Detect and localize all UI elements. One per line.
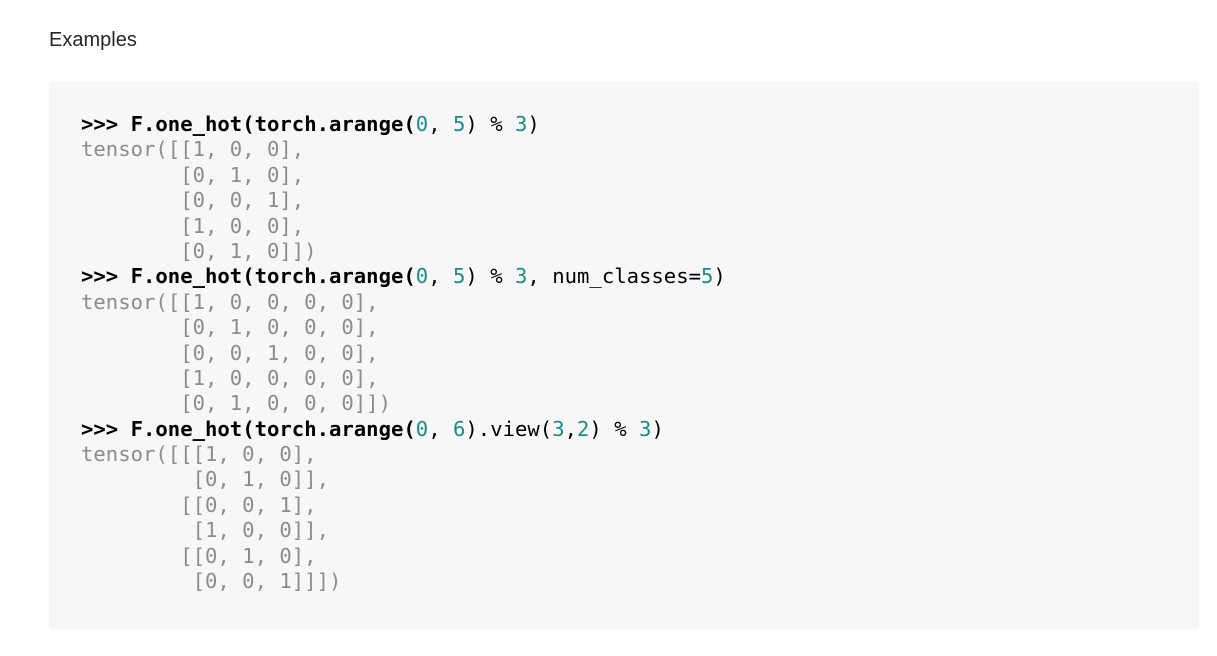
code-token: ) % xyxy=(465,264,516,289)
code-token: F.one_hot(torch.arange( xyxy=(130,112,416,136)
code-output-line: [0, 1, 0]]) xyxy=(81,239,1199,264)
code-token: , xyxy=(428,416,453,441)
output-text: [0, 0, 1, 0, 0], xyxy=(81,340,379,365)
output-text: [[0, 1, 0], xyxy=(81,543,317,568)
code-output-line: [0, 0, 1], xyxy=(81,188,1199,213)
code-output-line: [1, 0, 0], xyxy=(81,214,1199,239)
number-literal: 3 xyxy=(515,112,528,136)
code-output-line: tensor([[1, 0, 0], xyxy=(81,137,1199,162)
number-literal: 5 xyxy=(701,264,714,289)
number-literal: 0 xyxy=(415,112,429,136)
output-text: [[0, 0, 1], xyxy=(81,492,317,517)
number-literal: 3 xyxy=(552,416,565,441)
output-text: [0, 1, 0, 0, 0]]) xyxy=(81,391,391,416)
code-input-line: >>> F.one_hot(torch.arange(0, 6).view(3,… xyxy=(81,417,1199,442)
output-text: [0, 1, 0]], xyxy=(81,467,329,492)
code-token: , xyxy=(428,264,453,289)
code-token: ).view( xyxy=(465,416,553,441)
code-output-line: [0, 0, 1]]]) xyxy=(81,569,1199,594)
code-output-line: [0, 1, 0, 0, 0], xyxy=(81,315,1199,340)
output-text: [1, 0, 0, 0, 0], xyxy=(81,365,379,390)
prompt-marker: >>> xyxy=(81,416,131,441)
code-token: , xyxy=(428,112,453,136)
code-output-line: tensor([[[1, 0, 0], xyxy=(81,442,1199,467)
output-text: [1, 0, 0], xyxy=(81,213,305,238)
output-text: [0, 1, 0, 0, 0], xyxy=(81,315,379,340)
number-literal: 0 xyxy=(415,416,429,441)
code-output-line: [1, 0, 0]], xyxy=(81,518,1199,543)
code-output-line: [0, 1, 0], xyxy=(81,163,1199,188)
output-text: [0, 0, 1]]]) xyxy=(81,569,342,594)
output-text: [1, 0, 0]], xyxy=(81,518,329,543)
code-token: ) xyxy=(651,416,664,441)
code-token: F.one_hot(torch.arange( xyxy=(130,416,416,441)
output-text: [0, 0, 1], xyxy=(81,188,305,213)
code-example-block[interactable]: >>> F.one_hot(torch.arange(0, 5) % 3)ten… xyxy=(49,82,1199,629)
output-text: tensor([[[1, 0, 0], xyxy=(81,442,317,467)
code-token: , xyxy=(564,416,578,441)
output-text: tensor([[1, 0, 0], xyxy=(81,137,305,162)
code-output-line: [[0, 0, 1], xyxy=(81,493,1199,518)
code-input-line: >>> F.one_hot(torch.arange(0, 5) % 3) xyxy=(81,112,1199,137)
number-literal: 2 xyxy=(577,416,590,441)
code-token: ) % xyxy=(589,416,640,441)
section-heading: Examples xyxy=(49,29,137,51)
number-literal: 0 xyxy=(415,264,429,289)
code-output-line: [1, 0, 0, 0, 0], xyxy=(81,366,1199,391)
code-output-line: tensor([[1, 0, 0, 0, 0], xyxy=(81,290,1199,315)
code-token: ) % xyxy=(465,112,516,136)
output-text: [0, 1, 0], xyxy=(81,162,305,187)
code-token: , num_classes= xyxy=(527,264,702,289)
output-text: [0, 1, 0]]) xyxy=(81,238,317,263)
code-token: ) xyxy=(527,112,540,136)
code-input-line: >>> F.one_hot(torch.arange(0, 5) % 3, nu… xyxy=(81,264,1199,289)
number-literal: 5 xyxy=(453,112,466,136)
code-output-line: [0, 0, 1, 0, 0], xyxy=(81,341,1199,366)
output-text: tensor([[1, 0, 0, 0, 0], xyxy=(81,289,379,314)
prompt-marker: >>> xyxy=(81,112,131,136)
number-literal: 3 xyxy=(515,264,528,289)
code-token: ) xyxy=(713,264,726,289)
number-literal: 5 xyxy=(453,264,466,289)
code-listing: >>> F.one_hot(torch.arange(0, 5) % 3)ten… xyxy=(81,112,1199,594)
code-output-line: [0, 1, 0, 0, 0]]) xyxy=(81,391,1199,416)
code-output-line: [0, 1, 0]], xyxy=(81,467,1199,492)
code-token: F.one_hot(torch.arange( xyxy=(130,264,416,289)
number-literal: 3 xyxy=(639,416,652,441)
code-output-line: [[0, 1, 0], xyxy=(81,544,1199,569)
number-literal: 6 xyxy=(453,416,466,441)
prompt-marker: >>> xyxy=(81,264,131,289)
